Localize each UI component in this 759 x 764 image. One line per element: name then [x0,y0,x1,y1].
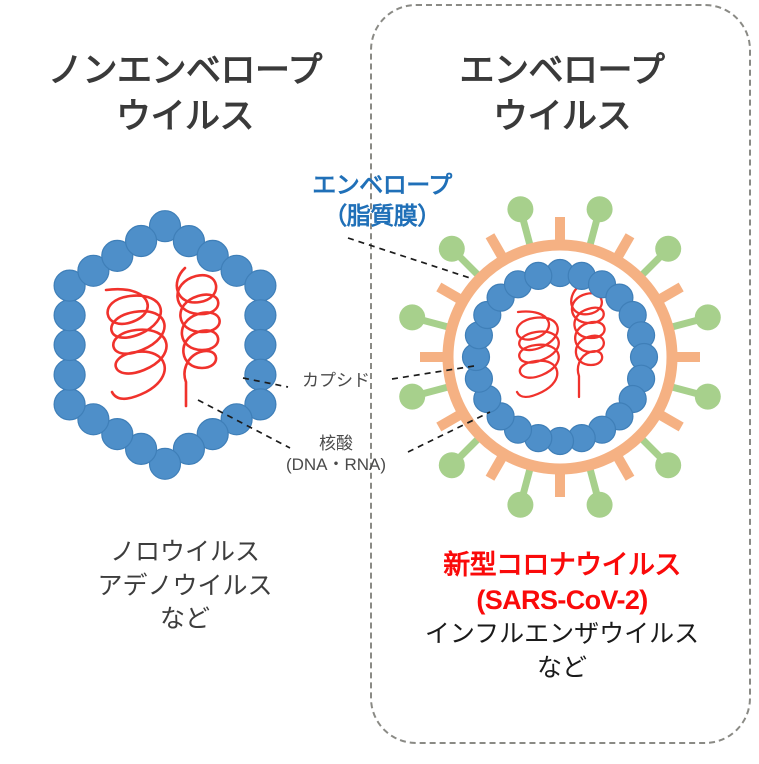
annotation-nucleic-acid-label: 核酸 (DNA・RNA) [285,434,387,474]
capsid-bead [244,269,277,302]
capsid-bead [244,328,277,362]
capsid-bead [101,418,134,451]
capsid-bead-ring-left [53,210,277,480]
capsid-bead [125,224,158,258]
capsid-bead [244,388,277,421]
capsid-bead [196,239,229,272]
annotation-capsid-label: カプシド [302,371,370,390]
capsid-bead [148,447,182,480]
capsid-bead [53,328,86,362]
capsid-bead [77,403,110,436]
capsid-bead [53,358,86,391]
annotation-envelope-label: エンベロープ （脂質膜） [312,172,452,231]
non-enveloped-virus-illustration [53,210,277,480]
capsid-bead [244,358,277,391]
capsid-bead [77,254,110,287]
capsid-bead [148,210,182,243]
caption-enveloped-highlight: 新型コロナウイルス (SARS-CoV-2) [443,550,681,615]
capsid-bead [53,299,86,332]
capsid-bead [172,225,205,258]
column-title-non-enveloped: ノンエンベロープ ウイルス [48,51,322,137]
caption-enveloped-examples: インフルエンザウイルス など [424,620,700,682]
capsid-bead [196,418,229,451]
caption-non-enveloped-examples: ノロウイルス アデノウイルス など [97,538,273,633]
capsid-bead [53,388,86,421]
enveloped-virus-enclosure-box [370,4,751,744]
capsid-bead [220,403,253,436]
capsid-bead [220,254,253,287]
capsid-bead [172,432,205,465]
capsid-bead [101,239,134,272]
column-title-enveloped: エンベロープ ウイルス [459,51,665,137]
capsid-bead [244,299,277,332]
capsid-bead [125,432,158,465]
nucleic-acid-strand-left [104,266,221,408]
capsid-bead [53,269,86,302]
